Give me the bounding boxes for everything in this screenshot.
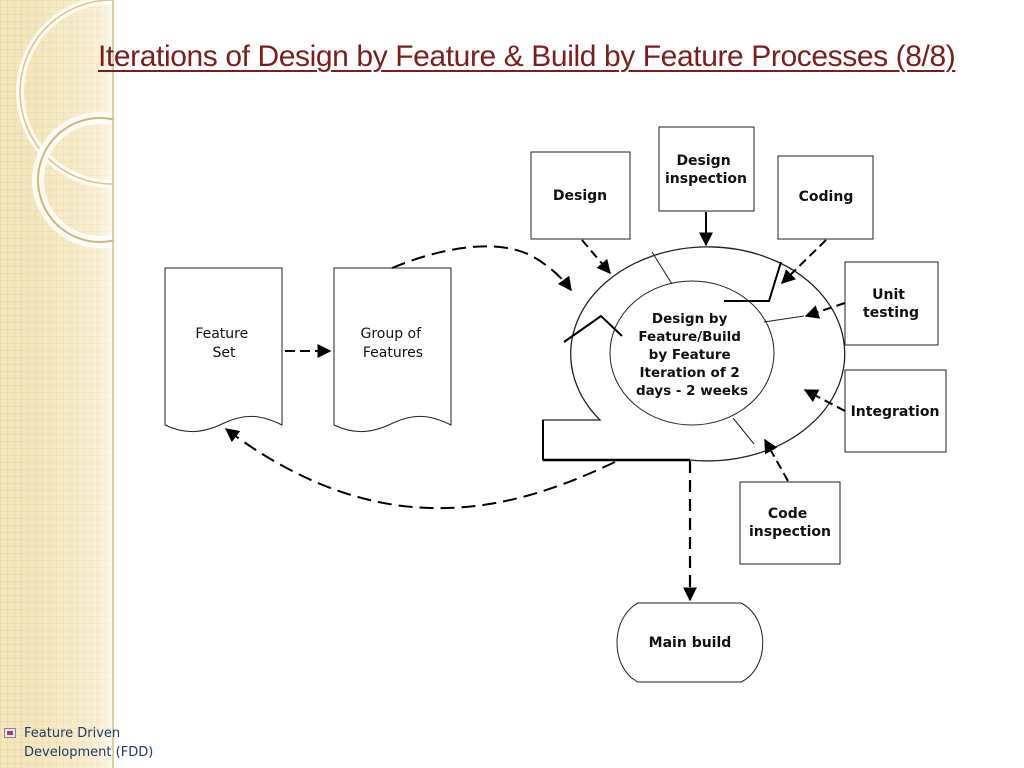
arrow-code-inspection (764, 438, 789, 482)
coding-label: Coding (799, 189, 854, 205)
ring-divider (732, 417, 755, 445)
integration-label: Integration (851, 404, 940, 420)
unit-testing-label: Unit testing (863, 287, 919, 321)
design-inspection-label: Design inspection (665, 153, 747, 187)
main-build-shape (616, 602, 764, 683)
center-label: Design by Feature/Build by Feature Itera… (636, 311, 748, 399)
ring-notch-right (724, 261, 782, 302)
arrow-group-to-cycle (391, 245, 572, 292)
decorative-circle-large (16, 0, 114, 188)
footer-text: Feature Driven Development (FDD) (24, 726, 154, 760)
slide-icon (4, 728, 16, 738)
feature-set-label: Feature Set (195, 326, 252, 361)
ring-divider (763, 315, 805, 323)
group-of-features-label: Group of Features (360, 326, 425, 361)
ring-notch-left (563, 314, 623, 343)
ring-divider (651, 251, 673, 285)
design-box (530, 151, 631, 240)
arrow-cycle-to-feature-set (224, 428, 616, 510)
arrow-design (581, 239, 611, 275)
slide-title: Iterations of Design by Feature & Build … (98, 40, 956, 73)
decorative-sidebar (0, 0, 114, 768)
iteration-cycle-ring (542, 246, 846, 462)
design-label: Design (553, 188, 607, 204)
center-circle (609, 280, 775, 426)
unit-testing-box (844, 261, 939, 346)
arrow-coding (780, 239, 827, 284)
arrow-unit-testing (804, 302, 846, 319)
group-of-features-shape (333, 267, 452, 432)
main-build-label: Main build (649, 635, 732, 651)
feature-set-shape (164, 267, 283, 432)
coding-box (777, 155, 874, 240)
code-inspection-box (739, 481, 841, 565)
integration-box (844, 369, 947, 453)
decorative-circle-small (32, 112, 114, 248)
code-inspection-label: Code inspection (749, 506, 831, 540)
arrow-integration (803, 389, 846, 412)
design-inspection-box (658, 126, 755, 212)
